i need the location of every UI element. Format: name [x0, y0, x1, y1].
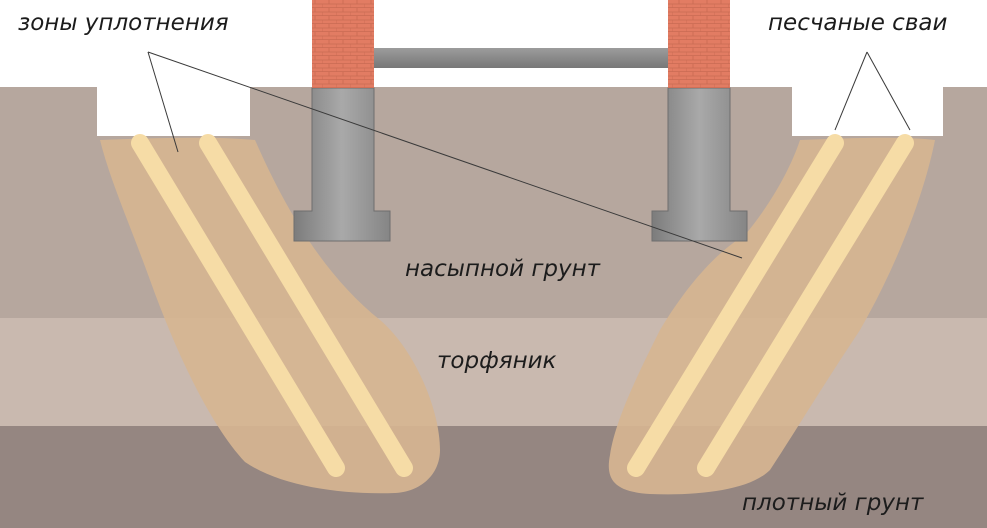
sand-pile-left-1: [131, 134, 345, 477]
leader-zones-to-left-zone: [147, 51, 179, 153]
sand-pile-icon: [131, 134, 914, 477]
brick-wall-right: [668, 0, 730, 88]
sand-pile-right-2: [697, 134, 914, 477]
leader-lines: [147, 51, 911, 259]
label-sand-piles: песчаные сваи: [768, 10, 948, 36]
foundation-icon: [293, 87, 748, 242]
label-fill-soil: насыпной грунт: [405, 256, 601, 282]
label-dense-soil: плотный грунт: [742, 490, 924, 516]
label-compaction-zones: зоны уплотнения: [18, 10, 229, 36]
brick-wall-icon: [312, 0, 730, 88]
foundation-left: [293, 87, 391, 242]
leader-piles-to-right: [866, 51, 911, 131]
leader-zones-to-right-zone: [147, 51, 743, 259]
foundation-right: [651, 87, 748, 242]
leader-piles-to-left: [834, 51, 868, 131]
label-peat: торфяник: [437, 348, 557, 374]
grade-beam: [372, 48, 670, 68]
sand-pile-right-1: [627, 134, 844, 477]
brick-wall-left: [312, 0, 374, 88]
sand-pile-left-2: [199, 134, 413, 477]
dense-soil-layer: [0, 426, 987, 528]
